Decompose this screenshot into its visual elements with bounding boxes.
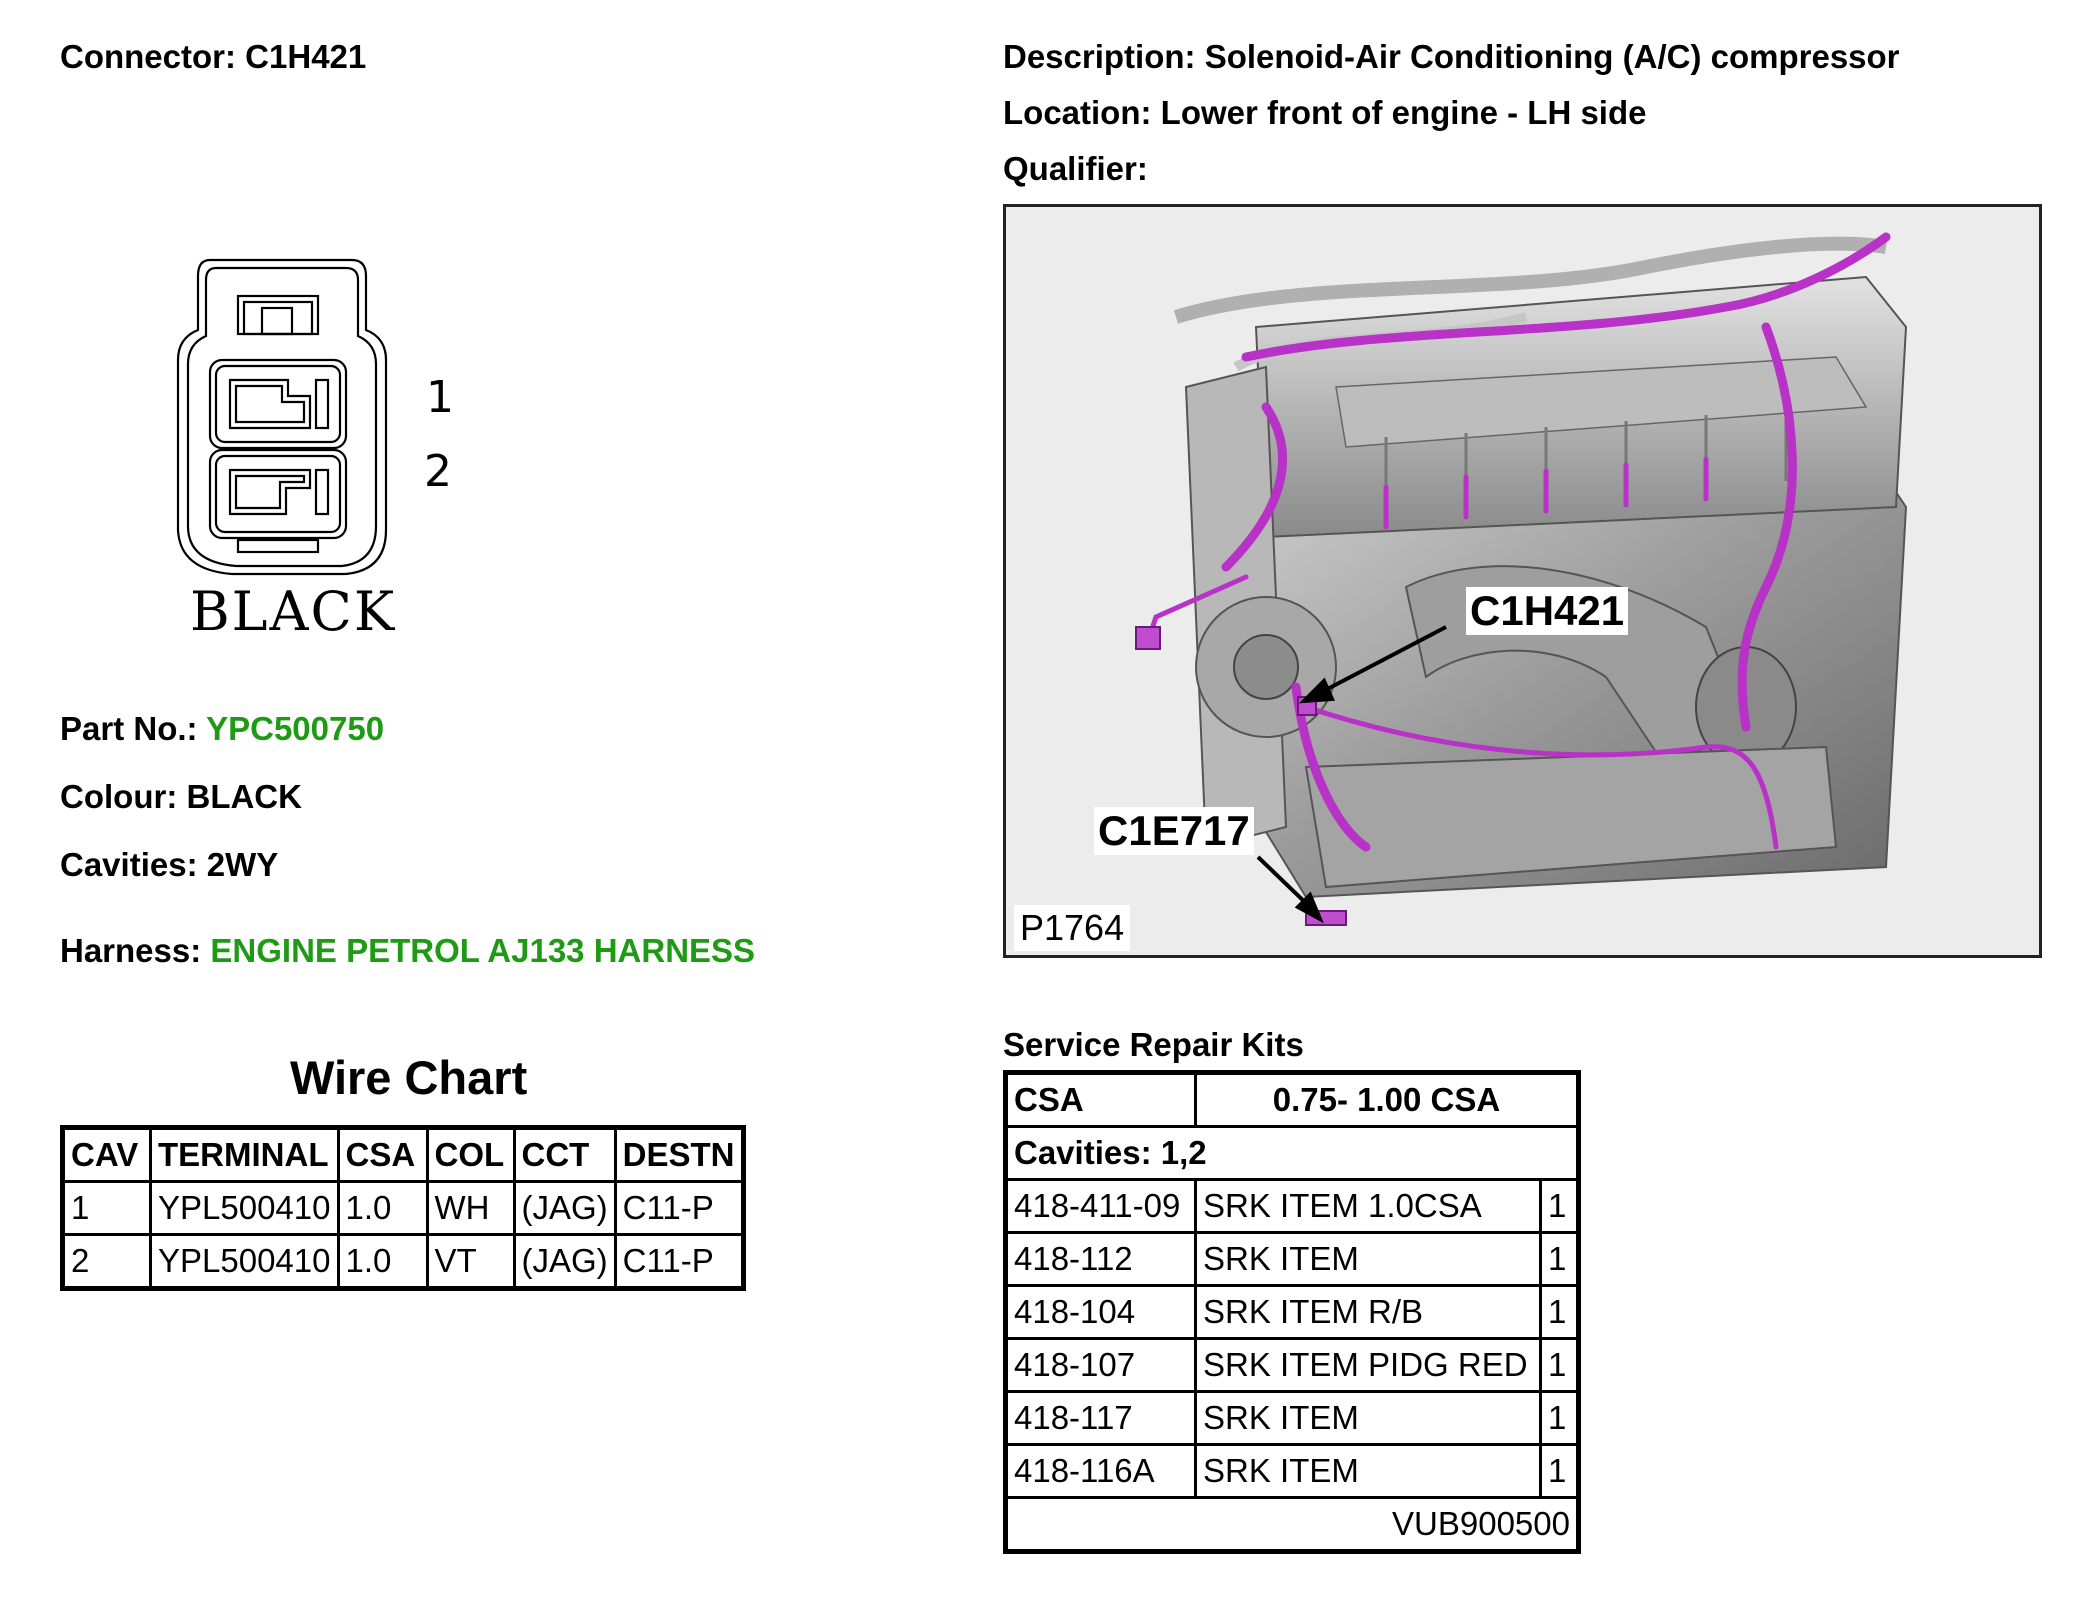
figure-id: P1764 <box>1014 905 1131 951</box>
service-repair-kits-title: Service Repair Kits <box>1003 1026 1304 1063</box>
column-header: TERMINAL <box>149 1126 340 1183</box>
column-header: CCT <box>512 1126 617 1183</box>
table-cell: 1 <box>1539 1337 1580 1393</box>
table-cell: C11-P <box>613 1180 745 1236</box>
table-cell: 418-116A <box>1004 1443 1197 1499</box>
location-label: Location: <box>1003 94 1152 131</box>
connector-face-diagram <box>176 258 388 576</box>
table-cell: 2 <box>61 1233 152 1290</box>
cavities-label: Cavities: <box>60 846 198 883</box>
kit-footer-code: VUB900500 <box>1004 1496 1580 1553</box>
table-cell: WH <box>425 1180 516 1236</box>
table-cell: 418-112 <box>1004 1231 1197 1287</box>
table-row: 418-107 SRK ITEM PIDG RED 1 <box>1004 1337 1580 1393</box>
table-cell: (JAG) <box>512 1180 617 1236</box>
column-header: DESTN <box>613 1126 745 1183</box>
table-cell: 1 <box>1539 1390 1580 1446</box>
description-label: Description: <box>1003 38 1196 75</box>
connector-heading: Connector: C1H421 <box>60 38 366 76</box>
table-header-row: CSA 0.75- 1.00 CSA <box>1004 1071 1580 1128</box>
table-cell: 418-104 <box>1004 1284 1197 1340</box>
colour-label: Colour: <box>60 778 178 815</box>
callout-c1h421: C1H421 <box>1466 587 1629 635</box>
table-row: 2 YPL500410 1.0 VT (JAG) C11-P <box>61 1233 745 1290</box>
table-cell: 1.0 <box>336 1180 429 1236</box>
csa-label-cell: CSA <box>1004 1071 1197 1128</box>
connector-label: Connector: <box>60 38 236 75</box>
wire-chart-title: Wire Chart <box>290 1051 528 1104</box>
table-cell: 418-107 <box>1004 1337 1197 1393</box>
table-cell: SRK ITEM <box>1194 1390 1542 1446</box>
table-cell: 418-117 <box>1004 1390 1197 1446</box>
table-cell: VT <box>425 1233 516 1290</box>
table-cell: SRK ITEM R/B <box>1194 1284 1542 1340</box>
column-header: COL <box>425 1126 516 1183</box>
table-row: 418-104 SRK ITEM R/B 1 <box>1004 1284 1580 1340</box>
engine-location-image: C1H421 C1E717 P1764 <box>1003 204 2042 958</box>
table-cell: SRK ITEM 1.0CSA <box>1194 1178 1542 1234</box>
table-row: Cavities: 1,2 <box>1004 1125 1580 1181</box>
table-cell: 1 <box>1539 1178 1580 1234</box>
table-row: 418-112 SRK ITEM 1 <box>1004 1231 1580 1287</box>
cavity-number-2: 2 <box>424 446 452 497</box>
table-row: VUB900500 <box>1004 1496 1580 1553</box>
csa-value-cell: 0.75- 1.00 CSA <box>1194 1071 1580 1128</box>
location-value: Lower front of engine - LH side <box>1160 94 1647 131</box>
description-value: Solenoid-Air Conditioning (A/C) compress… <box>1204 38 1900 75</box>
location-line: Location: Lower front of engine - LH sid… <box>1003 94 1647 132</box>
harness-link[interactable]: ENGINE PETROL AJ133 HARNESS <box>210 932 756 969</box>
table-cell: C11-P <box>613 1233 745 1290</box>
cavity-number-1: 1 <box>426 372 454 423</box>
table-cell: SRK ITEM <box>1194 1231 1542 1287</box>
part-no-line: Part No.: YPC500750 <box>60 710 384 748</box>
table-cell: SRK ITEM <box>1194 1443 1542 1499</box>
description-line: Description: Solenoid-Air Conditioning (… <box>1003 38 1900 76</box>
table-cell: 1 <box>1539 1284 1580 1340</box>
table-row: 418-411-09 SRK ITEM 1.0CSA 1 <box>1004 1178 1580 1234</box>
table-row: 1 YPL500410 1.0 WH (JAG) C11-P <box>61 1180 745 1236</box>
harness-line: Harness: ENGINE PETROL AJ133 HARNESS <box>60 932 755 970</box>
table-row: 418-116A SRK ITEM 1 <box>1004 1443 1580 1499</box>
qualifier-label: Qualifier: <box>1003 150 1148 187</box>
table-cell: 1 <box>61 1180 152 1236</box>
table-cell: SRK ITEM PIDG RED <box>1194 1337 1542 1393</box>
cavities-line: Cavities: 2WY <box>60 846 278 884</box>
part-no-link[interactable]: YPC500750 <box>206 710 385 747</box>
table-row: 418-117 SRK ITEM 1 <box>1004 1390 1580 1446</box>
table-cell: 418-411-09 <box>1004 1178 1197 1234</box>
colour-value: BLACK <box>186 778 302 815</box>
table-cell: 1 <box>1539 1231 1580 1287</box>
wire-chart-table: CAV TERMINAL CSA COL CCT DESTN 1 YPL5004… <box>60 1125 746 1291</box>
table-cell: 1.0 <box>336 1233 429 1290</box>
table-cell: 1 <box>1539 1443 1580 1499</box>
callout-c1e717: C1E717 <box>1094 807 1254 855</box>
table-cell: (JAG) <box>512 1233 617 1290</box>
connector-color-caption: BLACK <box>190 580 397 643</box>
harness-label: Harness: <box>60 932 202 969</box>
cavities-value: 2WY <box>206 846 279 883</box>
table-cell: YPL500410 <box>149 1180 340 1236</box>
colour-line: Colour: BLACK <box>60 778 302 816</box>
table-header-row: CAV TERMINAL CSA COL CCT DESTN <box>61 1126 745 1183</box>
table-cell: YPL500410 <box>149 1233 340 1290</box>
qualifier-line: Qualifier: <box>1003 150 1148 188</box>
connector-id: C1H421 <box>245 38 367 75</box>
column-header: CAV <box>61 1126 152 1183</box>
column-header: CSA <box>336 1126 429 1183</box>
cavities-cell: Cavities: 1,2 <box>1004 1125 1580 1181</box>
part-no-label: Part No.: <box>60 710 198 747</box>
service-repair-kits-table: CSA 0.75- 1.00 CSA Cavities: 1,2 418-411… <box>1003 1070 1581 1554</box>
